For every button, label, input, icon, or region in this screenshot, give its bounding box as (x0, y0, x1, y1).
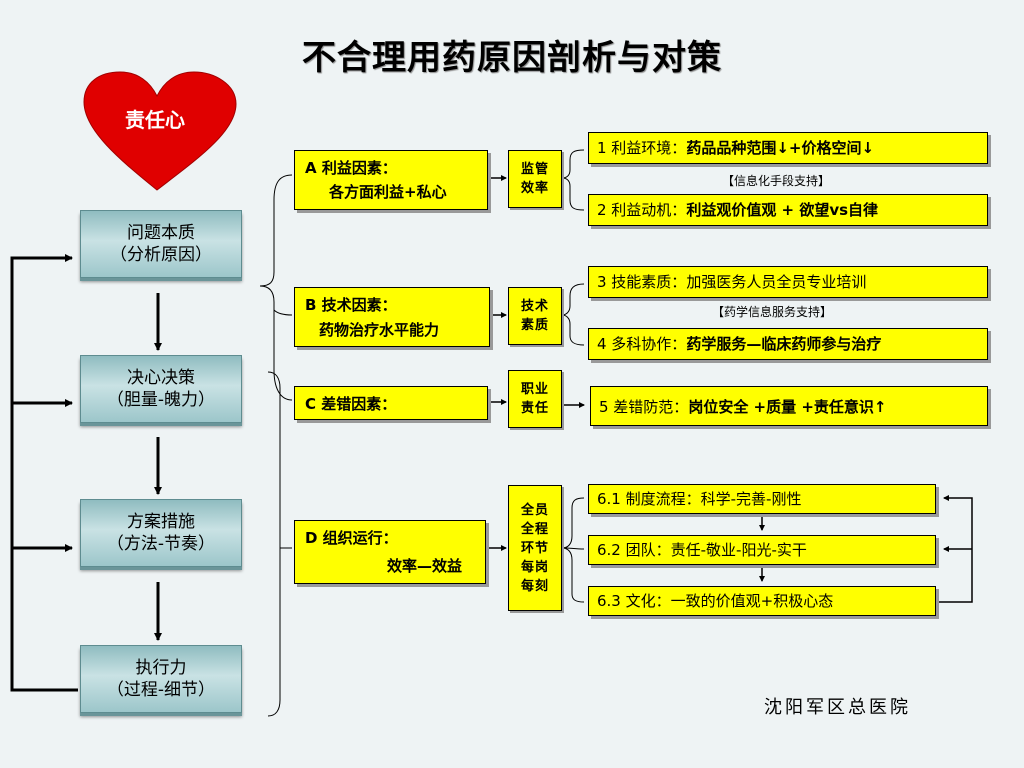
factor-a-interest: A 利益因素： 各方面利益+私心 (294, 150, 488, 210)
pillar-decision: 决心决策 （胆量-魄力） (80, 355, 242, 423)
page-title: 不合理用药原因剖析与对策 (302, 38, 722, 78)
item-1-interest-environment: 1 利益环境：药品品种范围↓+价格空间↓ (588, 132, 988, 164)
item-6-1-system-process: 6.1 制度流程：科学-完善-刚性 (588, 484, 936, 514)
item-emphasis: 药品品种范围↓+价格空间↓ (686, 139, 875, 157)
item-prefix: 2 利益动机： (597, 201, 687, 219)
heart-label: 责任心 (125, 108, 185, 132)
item-4-multidisciplinary: 4 多科协作：药学服务—临床药师参与治疗 (588, 328, 988, 360)
connector-line: 技术 (520, 299, 549, 314)
note-pharmacy-support: 【药学信息服务支持】 (712, 305, 833, 319)
pillar-line1: 问题本质 (127, 223, 195, 243)
factor-detail: 药物治疗水平能力 (319, 321, 440, 339)
factor-detail: 各方面利益+私心 (329, 183, 447, 201)
connector-professional-duty: 职业 责任 (508, 370, 562, 428)
factor-title: A 利益因素： (305, 159, 397, 177)
connector-line: 每岗 (520, 559, 549, 575)
factor-d-organization: D 组织运行： 效率—效益 (294, 520, 486, 584)
connector-line: 职业 (520, 382, 549, 397)
pillar-line1: 方案措施 (127, 512, 195, 532)
item-prefix: 6.3 文化： (597, 592, 671, 610)
connector-line: 全程 (520, 521, 549, 537)
pillar-line1: 决心决策 (127, 368, 195, 388)
connector-line: 全员 (520, 502, 549, 518)
item-prefix: 1 利益环境： (597, 139, 687, 157)
connector-supervision: 监管 效率 (508, 150, 562, 208)
item-prefix: 3 技能素质： (597, 273, 687, 291)
item-text: 加强医务人员全员专业培训 (686, 273, 867, 291)
item-prefix: 6.2 团队： (597, 541, 671, 559)
factor-c-error: C 差错因素： (294, 386, 488, 420)
item-6-3-culture: 6.3 文化：一致的价值观+积极心态 (588, 586, 936, 616)
item-2-interest-motive: 2 利益动机：利益观价值观 + 欲望vs自律 (588, 194, 988, 226)
pillar-plan: 方案措施 （方法-节奏） (80, 499, 242, 567)
item-text: 一致的价值观+积极心态 (670, 592, 834, 610)
pillar-execution: 执行力 （过程-细节） (80, 645, 242, 713)
factor-b-technical: B 技术因素： 药物治疗水平能力 (294, 287, 490, 347)
item-5-error-prevention: 5 差错防范：岗位安全 +质量 +责任意识↑ (590, 386, 988, 426)
factor-title: D 组织运行： (305, 529, 398, 547)
item-prefix: 5 差错防范： (599, 398, 689, 416)
item-prefix: 6.1 制度流程： (597, 490, 701, 508)
pillar-line2: （方法-节奏） (106, 534, 216, 554)
factor-title: B 技术因素： (305, 296, 397, 314)
item-6-2-team: 6.2 团队：责任-敬业-阳光-实干 (588, 535, 936, 565)
hospital-name: 沈阳军区总医院 (764, 697, 911, 718)
connector-line: 责任 (520, 401, 549, 416)
factor-title: C 差错因素： (305, 395, 397, 413)
item-prefix: 4 多科协作： (597, 335, 687, 353)
pillar-line2: （过程-细节） (106, 680, 216, 700)
pillar-problem-essence: 问题本质 （分析原因） (80, 210, 242, 278)
connector-technical-quality: 技术 素质 (508, 287, 562, 345)
note-info-support: 【信息化手段支持】 (722, 174, 831, 188)
item-emphasis: 药学服务—临床药师参与治疗 (686, 335, 882, 353)
connector-line: 环节 (520, 540, 549, 556)
item-emphasis: 利益观价值观 + 欲望vs自律 (686, 201, 879, 219)
heart-icon (83, 71, 237, 191)
pillar-line1: 执行力 (135, 658, 187, 678)
connector-line: 效率 (520, 181, 549, 196)
connector-line: 监管 (520, 162, 549, 177)
connector-line: 素质 (520, 318, 549, 333)
item-text: 责任-敬业-阳光-实干 (670, 541, 807, 559)
pillar-line2: （分析原因） (110, 245, 212, 265)
item-emphasis: 岗位安全 +质量 +责任意识↑ (688, 398, 887, 416)
item-3-skill-quality: 3 技能素质：加强医务人员全员专业培训 (588, 266, 988, 298)
factor-detail: 效率—效益 (387, 557, 463, 575)
connector-line: 每刻 (520, 578, 549, 594)
connector-all-staff: 全员 全程 环节 每岗 每刻 (508, 485, 562, 611)
item-text: 科学-完善-刚性 (700, 490, 802, 508)
pillar-line2: （胆量-魄力） (106, 390, 216, 410)
